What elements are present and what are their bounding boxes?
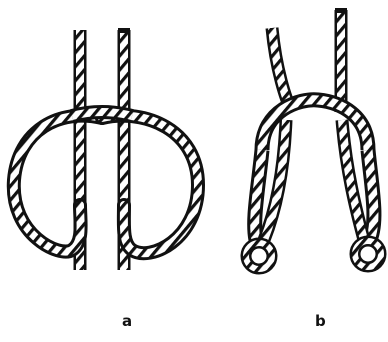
arch-b: [262, 100, 368, 150]
figure-label-b: b: [315, 314, 326, 329]
figure-label-a: a: [122, 314, 132, 329]
figure-b: [246, 8, 381, 269]
figure-a: [14, 28, 198, 270]
loop-a: [14, 112, 198, 253]
eye-left-b: [246, 243, 272, 269]
eye-right-b: [355, 241, 381, 267]
